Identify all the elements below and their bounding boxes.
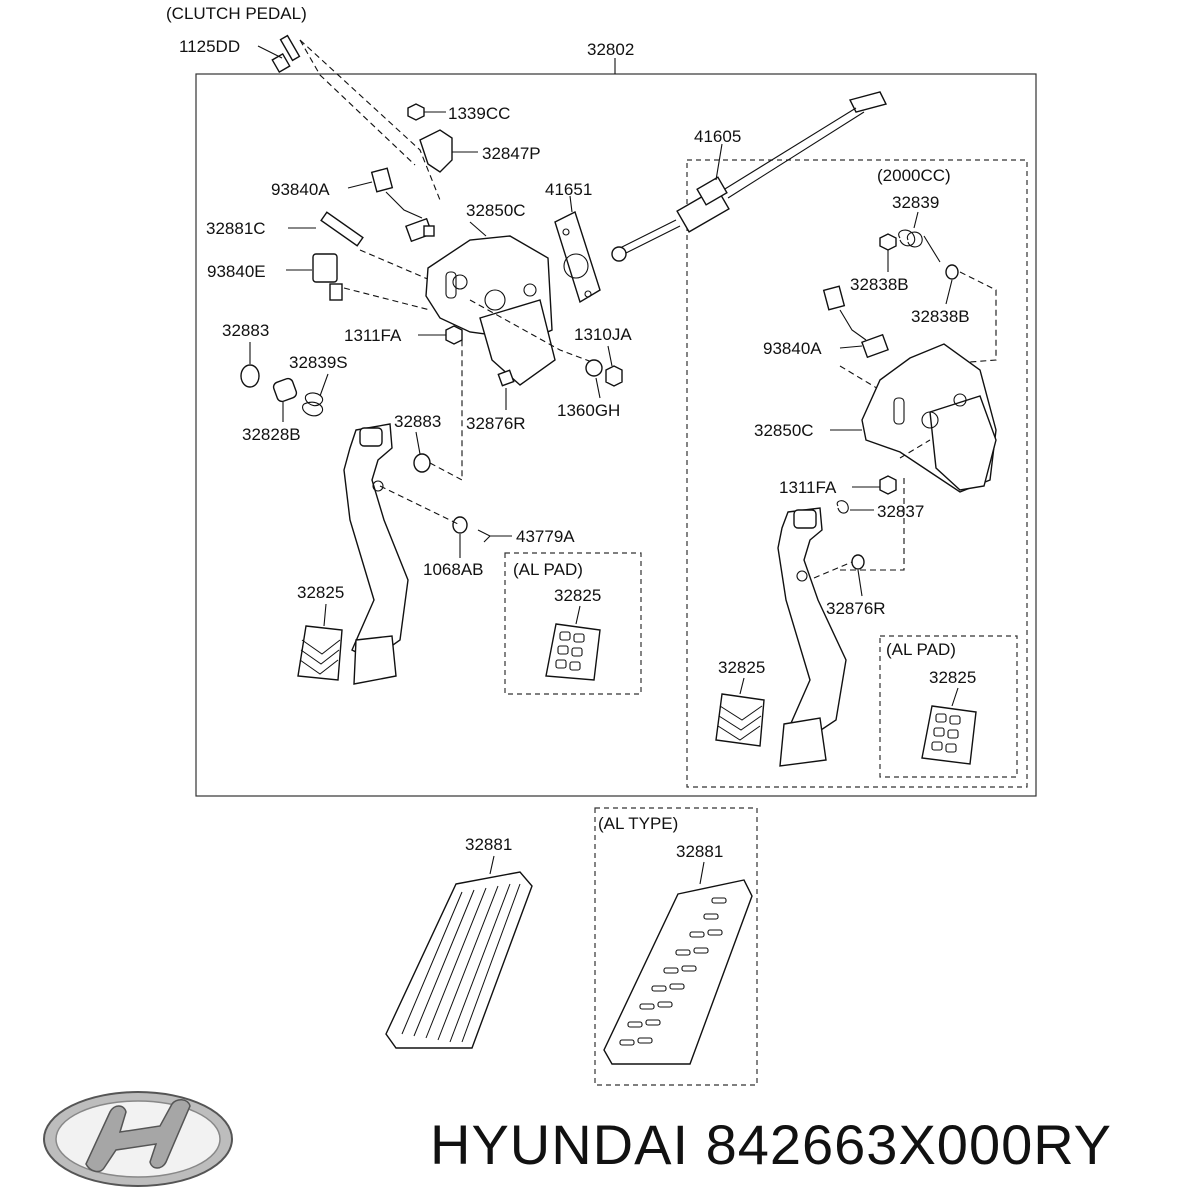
clutch-cylinder-41605 [611,91,888,262]
label-nut-1310: 1310JA [574,325,632,344]
label-accel-pad-al: 32881 [676,842,723,861]
switch-93840a-right [822,285,889,359]
label-al-pad-left: 32825 [554,586,601,605]
pedal-pad-left [297,603,343,681]
label-clutch-pedal-note: (CLUTCH PEDAL) [166,4,307,23]
stopper-32881c [288,211,364,247]
label-al-pad-note-left: (AL PAD) [513,560,583,579]
label-switch-a: 93840A [271,180,330,199]
al-pad-box-left [504,552,642,695]
label-gasket: 41651 [545,180,592,199]
callout-labels: (CLUTCH PEDAL) 32802 1125DD 1339CC 32847… [166,4,976,861]
switch-93840e [286,253,343,301]
label-washer: 1068AB [423,560,484,579]
accelerator-pad [385,855,533,1049]
spring-32839 [898,211,941,263]
label-stopper-r: 32876R [466,414,526,433]
bolt-1125dd [257,34,301,74]
nut-1360gh [585,359,603,399]
label-spring-right: 32839 [892,193,939,212]
stopper-32876r-right [851,554,865,597]
pedal-pad-right-plain [353,635,397,685]
bushing-32883 [240,342,260,388]
label-bushing-r1: 32838B [850,275,909,294]
label-nut-1360: 1360GH [557,401,620,420]
label-spring-r: 32837 [877,502,924,521]
label-bushing-3: 32883 [394,412,441,431]
label-clip: 43779A [516,527,575,546]
nut-1311fa [418,325,463,345]
label-bracket-top: 32847P [482,144,541,163]
label-nut-right: 1311FA [779,478,837,497]
bushing-32838b-a [879,233,897,272]
label-al-pad-right: 32825 [929,668,976,687]
hyundai-logo [43,1091,233,1187]
label-bushing-2: 32828B [242,425,301,444]
label-variant-note: (2000CC) [877,166,951,185]
label-pad-right: 32825 [718,658,765,677]
bracket-32847p [419,129,478,173]
label-switch-e: 93840E [207,262,266,281]
label-pad-left: 32825 [297,583,344,602]
nut-1311fa-right [852,475,897,495]
label-bracket-right: 32850C [754,421,814,440]
al-pad-box-right [879,635,1018,778]
label-clutch-cylinder: 41605 [694,127,741,146]
clip-43779a [477,529,512,543]
washer-1068ab [452,516,468,558]
switch-93840a [347,167,435,243]
bushing-32828b [272,377,298,422]
bushing-32883-b [413,431,431,473]
variant-2000cc-box [686,159,1028,788]
clutch-pedal-arm-right [777,507,847,741]
label-accel-pad: 32881 [465,835,512,854]
nut-1310ja [605,345,623,387]
label-bushing-1: 32883 [222,321,269,340]
gasket-41651 [554,195,601,304]
label-switch-a-right: 93840A [763,339,822,358]
al-type-box [594,807,758,1086]
bushing-32838b-b [945,264,959,305]
label-stopper: 32881C [206,219,266,238]
pedal-pad-right-plain-2 [779,717,827,767]
clutch-pedal-arm [343,423,409,661]
bracket-32850c [425,221,556,386]
nut-1339cc [407,103,446,121]
bracket-32850c-right [830,343,997,493]
spring-32837 [836,500,874,514]
label-nut-1311: 1311FA [344,326,402,345]
al-pad-left [545,605,601,681]
label-bushing-r2: 32838B [911,307,970,326]
label-spring: 32839S [289,353,348,372]
pedal-pad-right [715,677,765,747]
label-assembly: 32802 [587,40,634,59]
brand-caption: HYUNDAI 842663X000RY [430,1113,1113,1176]
label-bracket-main: 32850C [466,201,526,220]
stopper-32876r [497,369,515,410]
label-al-type-note: (AL TYPE) [598,814,678,833]
accelerator-pad-al [603,861,753,1065]
label-nut-top: 1339CC [448,104,510,123]
label-al-pad-note-right: (AL PAD) [886,640,956,659]
label-stopper-right: 32876R [826,599,886,618]
assembly-frame [195,73,1037,797]
al-pad-right [921,687,977,765]
spring-32839s [302,373,329,417]
label-bolt: 1125DD [179,37,240,56]
